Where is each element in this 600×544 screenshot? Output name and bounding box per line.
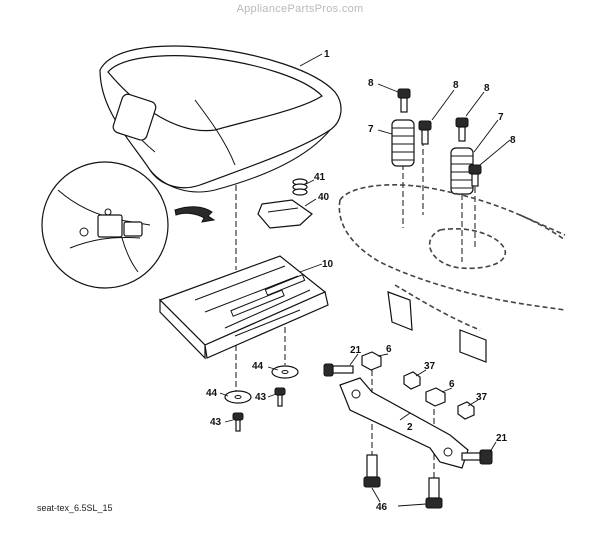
seat-pan-part[interactable] [158,255,329,360]
callout-2: 2 [407,422,413,433]
callout-1: 1 [324,49,330,60]
callout-40: 40 [318,192,330,203]
frame-bracket[interactable] [387,291,487,363]
spring-part-41[interactable] [292,178,308,196]
bolt-part-46[interactable] [363,454,443,509]
nut-part-6[interactable] [361,351,446,407]
mower-frame [338,184,566,331]
callout-41: 41 [314,172,326,183]
callout-44-left: 44 [206,388,218,399]
callout-37-lower: 37 [476,392,488,403]
callout-8-a: 8 [368,78,374,89]
callout-7-right: 7 [498,112,504,123]
washer-part-44[interactable] [224,365,299,404]
callout-44-right: 44 [252,361,264,372]
watermark: AppliancePartsPros.com [236,3,364,15]
callout-43-right: 43 [255,392,267,403]
callout-8-c: 8 [484,83,490,94]
callout-43-left: 43 [210,417,222,428]
callout-46: 46 [376,502,388,513]
callout-21-upper: 21 [350,345,362,356]
callout-8-b: 8 [453,80,459,91]
seat-part[interactable] [99,45,342,193]
callout-8-d: 8 [510,135,516,146]
callout-7-left: 7 [368,124,374,135]
bolt-part-43[interactable] [232,387,286,432]
bolt-part-21[interactable] [323,363,493,465]
nut-part-37[interactable] [403,371,475,420]
callout-37-upper: 37 [424,361,436,372]
bracket-part-2[interactable] [339,377,469,469]
diagram-code: seat-tex_6.5SL_15 [37,503,113,513]
callout-6-lower: 6 [449,379,455,390]
callout-6-upper: 6 [386,344,392,355]
bolt-part-8[interactable] [397,88,482,187]
spring-part-7-left[interactable] [391,119,415,167]
callout-21-lower: 21 [496,433,508,444]
detail-inset [41,161,216,289]
callout-10: 10 [322,259,334,270]
bracket-part-40[interactable] [257,199,313,229]
